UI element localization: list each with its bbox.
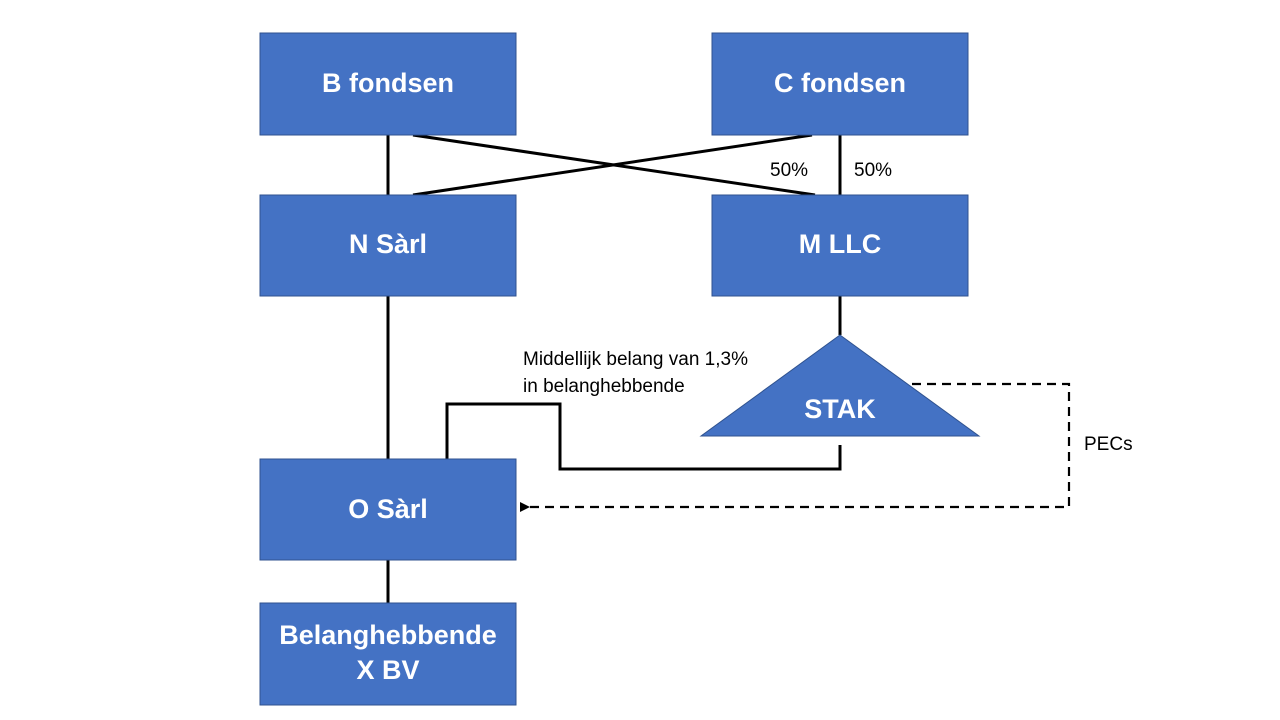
- node-n-sarl: N Sàrl: [259, 194, 517, 297]
- node-m-llc: M LLC: [711, 194, 969, 297]
- node-belanghebbende-label-line1: Belanghebbende: [279, 620, 497, 650]
- ownership-percentage-right: 50%: [854, 160, 892, 181]
- node-belanghebbende: Belanghebbende X BV: [259, 602, 517, 706]
- node-o-sarl-label: O Sàrl: [348, 494, 428, 524]
- node-belanghebbende-label-line2: X BV: [356, 655, 419, 685]
- node-n-sarl-label: N Sàrl: [349, 229, 427, 259]
- node-c-fondsen: C fondsen: [711, 32, 969, 136]
- pecs-label: PECs: [1084, 434, 1133, 455]
- edge-c-fondsen-to-n-sarl: [412, 133, 813, 197]
- node-o-sarl: O Sàrl: [259, 458, 517, 561]
- node-b-fondsen: B fondsen: [259, 32, 517, 136]
- edge-pecs-dashed-arrow: [520, 382, 1071, 512]
- node-stak-label: STAK: [804, 394, 876, 424]
- edge-stak-indirect-interest: [445, 402, 842, 471]
- node-m-llc-label: M LLC: [799, 229, 881, 259]
- ownership-percentage-left: 50%: [770, 160, 808, 181]
- node-b-fondsen-label: B fondsen: [322, 68, 454, 98]
- node-stak: STAK: [699, 334, 981, 437]
- indirect-interest-label-line2: in belanghebbende: [523, 376, 685, 397]
- node-c-fondsen-label: C fondsen: [774, 68, 906, 98]
- indirect-interest-label-line1: Middellijk belang van 1,3%: [523, 349, 748, 370]
